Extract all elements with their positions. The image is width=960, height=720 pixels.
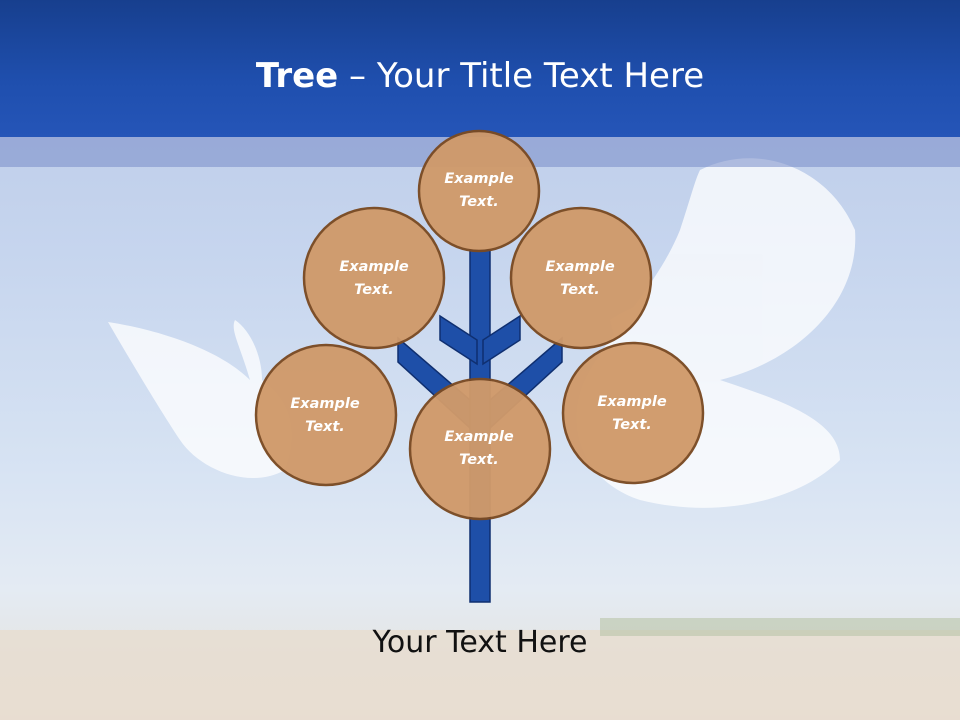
- node-label-lower-left: Example Text.: [265, 393, 385, 439]
- node-label-line2: Text.: [305, 419, 345, 435]
- title-rest: Your Title Text Here: [376, 56, 705, 96]
- footer-text: Your Text Here: [372, 625, 588, 660]
- node-label-line2: Text.: [459, 452, 499, 468]
- node-circles: [254, 129, 705, 521]
- node-label-line1: Example: [444, 171, 514, 187]
- node-center: [408, 377, 552, 521]
- node-label-line2: Text.: [560, 282, 600, 298]
- horizon-trees: [600, 618, 960, 636]
- node-label-upper-right: Example Text.: [520, 256, 640, 302]
- node-lower-left: [254, 343, 398, 487]
- title-bold: Tree: [255, 56, 339, 96]
- node-label-line1: Example: [597, 394, 667, 410]
- node-label-line1: Example: [339, 259, 409, 275]
- title-separator: –: [338, 56, 377, 96]
- node-label-line1: Example: [545, 259, 615, 275]
- left-dove: [108, 320, 292, 479]
- node-lower-right: [561, 341, 705, 485]
- node-label-line1: Example: [444, 429, 514, 445]
- node-top: [417, 129, 541, 253]
- node-label-line2: Text.: [459, 194, 499, 210]
- node-label-top: Example Text.: [419, 168, 539, 214]
- field: [0, 630, 960, 720]
- node-upper-right: [509, 206, 653, 350]
- node-label-lower-right: Example Text.: [572, 391, 692, 437]
- node-label-line1: Example: [290, 396, 360, 412]
- node-label-line2: Text.: [354, 282, 394, 298]
- branch-upper-left: [439, 314, 478, 366]
- title-bar: [0, 0, 960, 137]
- node-label-center: Example Text.: [419, 426, 539, 472]
- node-label-upper-left: Example Text.: [314, 256, 434, 302]
- slide-title: Tree – Your Title Text Here: [0, 48, 960, 104]
- branch-upper-right: [482, 314, 521, 366]
- node-upper-left: [302, 206, 446, 350]
- node-label-line2: Text.: [612, 417, 652, 433]
